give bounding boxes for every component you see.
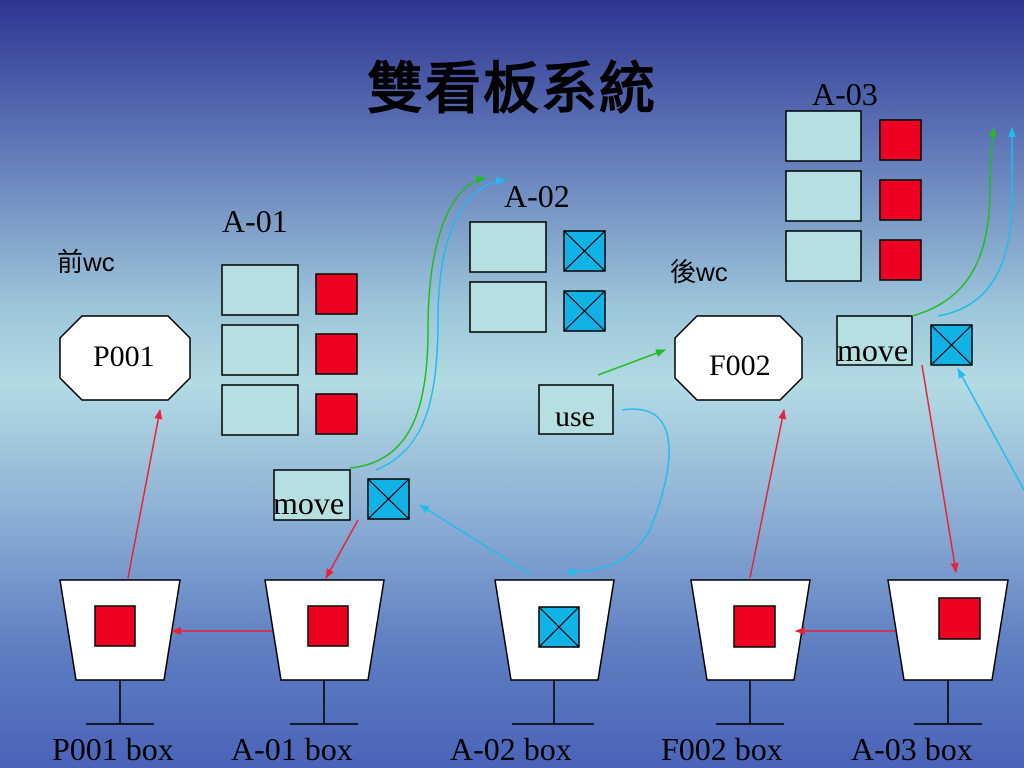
p001-octagon [59,315,191,401]
a01-kanban-2 [315,333,358,375]
a01-slot-3 [221,384,299,436]
arrow-cyan-move-to-a02 [375,177,506,471]
node-label-p001: P001 [93,340,155,373]
arrow-green-move-to-a02 [349,175,486,469]
move-box-a01 [273,469,351,521]
arrow-p001box-to-p001 [127,409,163,579]
a03-kanban-3 [879,239,922,281]
box-label-p001: P001 box [52,731,174,767]
area-label-a02: A-02 [504,178,570,214]
a03-kanban-1 [879,119,922,161]
a01-store [221,264,358,436]
move-kanban-a03 [930,324,973,366]
a03-slot-2 [785,170,862,222]
box-label-a01: A-01 box [231,731,353,767]
a02-store [469,221,606,333]
post-box-a02 [494,579,615,725]
wc-label-back: 後wc [670,257,728,287]
box-label-f002: F002 box [661,731,783,767]
move-box-a03 [836,315,913,366]
move-kanban-a01 [367,478,410,520]
a01-slot-2 [221,324,299,376]
arrow-move-to-a01box [325,519,359,579]
post-box-a01 [264,579,385,725]
arrow-cyan-edge-to-move-a03 [957,368,1024,491]
a02-slot-1 [469,221,547,273]
area-label-a03: A-03 [812,76,878,112]
post-box-f002 [690,579,811,725]
a01-slot-1 [221,264,299,316]
a02-kanban-1 [563,230,606,272]
page-title: 雙看板系統 [367,57,657,122]
node-label-f002: F002 [709,349,771,382]
a03-slot-1 [785,110,862,162]
arrow-cyan-a02box-to-move [419,504,531,575]
box-label-a03: A-03 box [851,731,973,767]
arrow-cyan-use-to-a02box [565,408,670,576]
use-box [538,384,614,435]
post-box-p001 [59,579,181,725]
f002-octagon [674,315,803,401]
arrow-green-move-to-a03 [911,127,997,317]
a01-kanban-3 [315,393,358,435]
a03-kanban-2 [879,179,922,221]
a03-slot-3 [785,230,862,282]
a02-kanban-2 [563,290,606,332]
a02-slot-2 [469,281,547,333]
arrow-cyan-move-to-a03 [937,127,1016,317]
move-label-a01: move [273,485,345,521]
arrow-move-to-a03box [921,364,959,573]
wc-label-front: 前wc [57,247,115,277]
area-label-a01: A-01 [222,203,288,239]
arrow-f002box-to-f002 [749,409,787,579]
a01-kanban-1 [315,273,358,315]
a03-store [785,110,922,282]
post-box-a03 [887,579,1009,725]
arrow-green-use-to-f002 [597,349,666,376]
move-label-a03: move [837,332,909,368]
box-label-a02: A-02 box [450,731,572,767]
node-label-use: use [555,400,595,433]
